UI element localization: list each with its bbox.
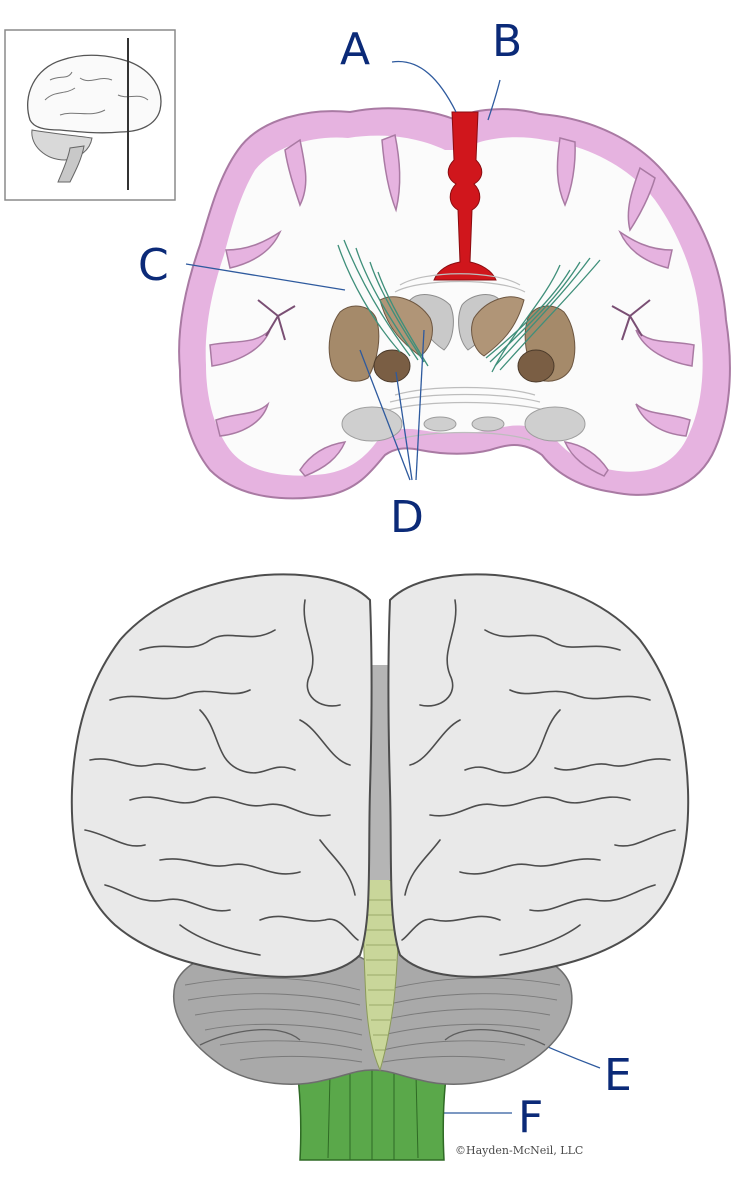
left-cerebral-hemisphere bbox=[70, 573, 373, 978]
label-f: F bbox=[518, 1092, 543, 1143]
leader-c bbox=[185, 263, 346, 291]
sulci bbox=[209, 133, 695, 477]
white-matter bbox=[205, 135, 703, 476]
projection-fibers bbox=[337, 239, 601, 373]
corpus-callosum-arcs bbox=[387, 273, 546, 441]
label-c: C bbox=[138, 240, 169, 291]
leader-d2 bbox=[395, 371, 413, 481]
cerebellar-folia bbox=[184, 977, 561, 1063]
leader-b bbox=[487, 79, 501, 121]
leader-a bbox=[391, 60, 457, 113]
label-b: B bbox=[492, 16, 522, 67]
lower-gray-structures bbox=[341, 406, 586, 442]
label-d: D bbox=[390, 492, 424, 543]
leader-d3 bbox=[415, 329, 425, 481]
brainstem-striations bbox=[327, 1068, 419, 1160]
cerebral-sulci bbox=[84, 599, 676, 956]
leader-d1 bbox=[359, 349, 411, 481]
label-a: A bbox=[340, 24, 370, 75]
brain-lateral-thumbnail-icon bbox=[4, 29, 176, 201]
copyright-text: ©Hayden-McNeil, LLC bbox=[455, 1144, 583, 1157]
vermis-folia bbox=[366, 899, 396, 1051]
label-e: E bbox=[604, 1050, 632, 1101]
posterior-brain-view bbox=[70, 573, 690, 1161]
insular-sulci bbox=[257, 299, 651, 341]
coronal-section bbox=[178, 107, 731, 500]
right-cerebral-hemisphere bbox=[387, 573, 690, 978]
labels: A B C D E F ©Hayden-McNeil, LLC bbox=[138, 16, 632, 1157]
longitudinal-fissure bbox=[433, 111, 497, 281]
